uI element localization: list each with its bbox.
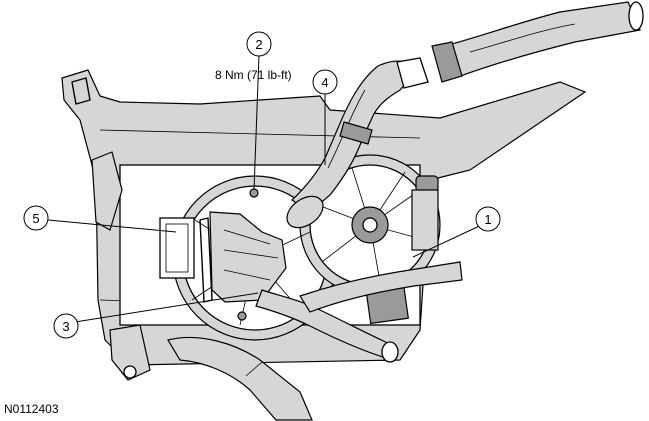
- svg-text:4: 4: [321, 75, 328, 90]
- callout-4: 4: [312, 69, 338, 95]
- callout-3: 3: [53, 313, 79, 339]
- callout-5: 5: [23, 205, 49, 231]
- bolt: [249, 188, 259, 198]
- torque-spec-label: 8 Nm (71 lb-ft): [215, 68, 292, 82]
- svg-text:3: 3: [62, 319, 69, 334]
- svg-text:5: 5: [32, 211, 39, 226]
- callout-2: 2: [246, 31, 272, 57]
- lower-radiator-hose: [255, 261, 463, 363]
- bottom-coolant-pipe: [167, 336, 313, 421]
- upper-hose-section: [431, 1, 644, 83]
- svg-text:1: 1: [484, 212, 491, 227]
- figure-id: N0112403: [4, 402, 59, 416]
- degas-bottle-neck: [411, 175, 439, 251]
- leader-lines: [47, 54, 489, 323]
- thermostat-housing: [159, 211, 287, 303]
- svg-text:2: 2: [255, 37, 262, 52]
- callout-1: 1: [475, 206, 501, 232]
- left-side-brackets: [91, 151, 151, 381]
- clip: [237, 311, 247, 321]
- upper-radiator-hose: [286, 57, 429, 229]
